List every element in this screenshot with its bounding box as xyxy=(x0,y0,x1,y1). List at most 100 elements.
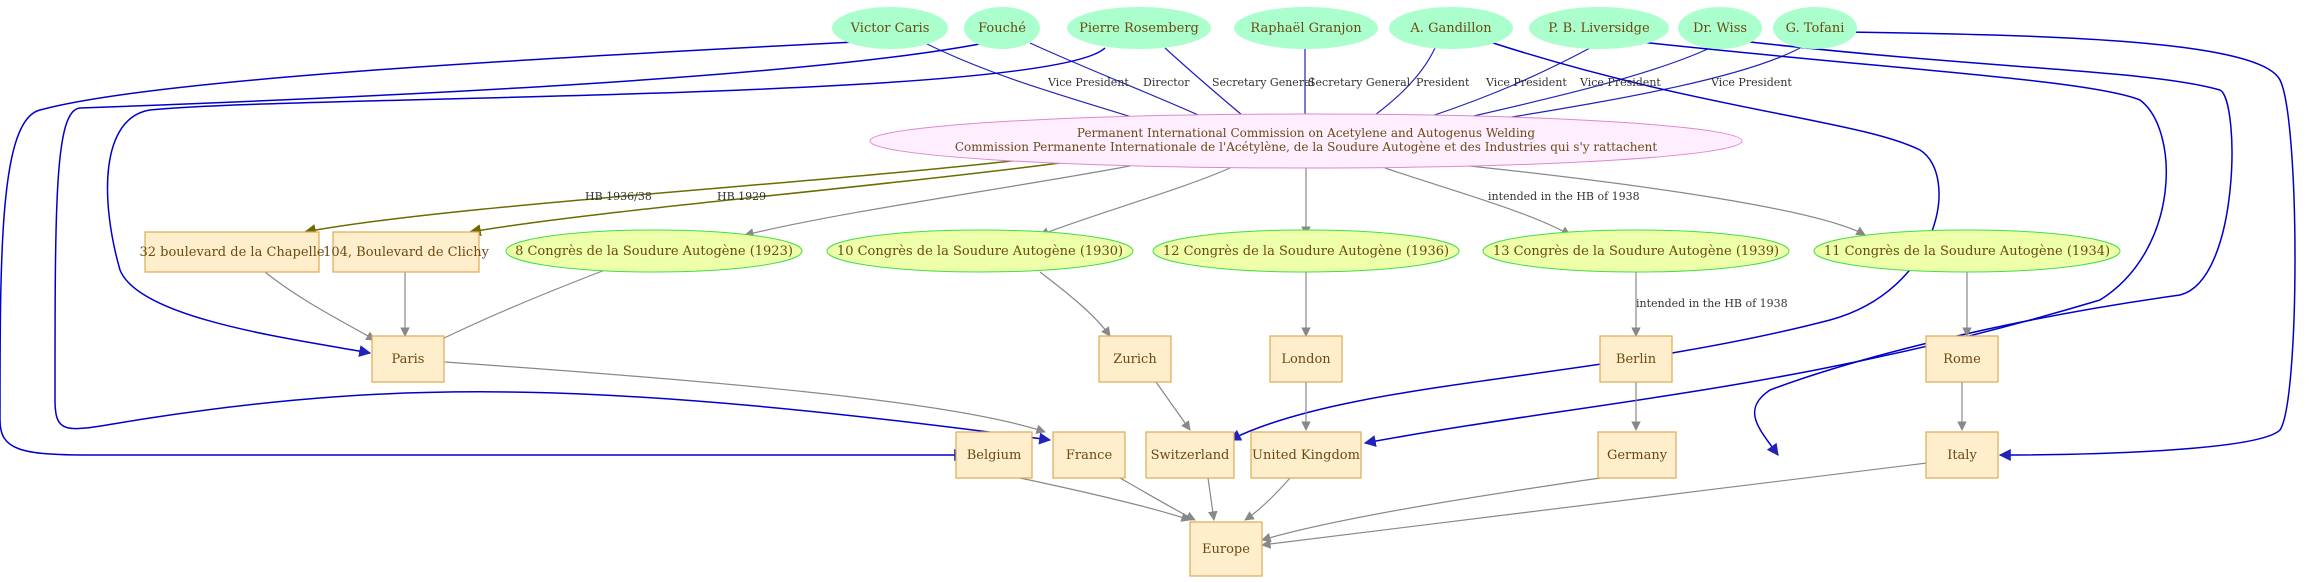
country-node-uk[interactable]: United Kingdom xyxy=(1250,431,1362,479)
edge-label-tofani: Vice President xyxy=(1710,76,1792,89)
edge-c1930-zurich xyxy=(1039,271,1111,337)
edge-org-c1923 xyxy=(744,165,1131,238)
city-label-berlin: Berlin xyxy=(1616,352,1657,367)
country-label-germany: Germany xyxy=(1607,448,1668,463)
address-label-clichy: 104, Boulevard de Clichy xyxy=(323,245,490,260)
edge-label-gandillon: President xyxy=(1416,76,1470,89)
address-nodes: 32 boulevard de la Chapelle 104, Bouleva… xyxy=(139,231,490,273)
edge-label-c1939: intended in the HB of 1938 xyxy=(1488,190,1640,203)
event-node-c1939[interactable]: 13 Congrès de la Soudure Autogène (1939) xyxy=(1482,229,1790,273)
organization-label-en: Permanent International Commission on Ac… xyxy=(1077,126,1535,140)
edge-tofani-italy xyxy=(1844,31,2296,461)
organization-node[interactable]: Permanent International Commission on Ac… xyxy=(869,113,1743,169)
edge-org-clichy xyxy=(468,162,1061,237)
person-label-tofani: G. Tofani xyxy=(1786,21,1845,36)
event-label-c1936: 12 Congrès de la Soudure Autogène (1936) xyxy=(1163,244,1449,259)
person-node-caris[interactable]: Victor Caris xyxy=(832,7,948,49)
edge-wiss-germany xyxy=(1749,41,2233,456)
edge-labels: Vice President Director Secretary Genera… xyxy=(585,76,1792,310)
edge-chapelle-paris xyxy=(264,271,376,341)
country-node-germany[interactable]: Germany xyxy=(1597,431,1677,479)
edge-liversidge-uk xyxy=(1363,41,2168,447)
person-label-granjon: Raphaël Granjon xyxy=(1250,21,1362,36)
person-label-caris: Victor Caris xyxy=(850,21,930,36)
country-label-switzerland: Switzerland xyxy=(1151,448,1230,463)
person-nodes: Victor Caris Fouché Pierre Rosemberg Rap… xyxy=(832,7,1857,49)
country-node-belgium[interactable]: Belgium xyxy=(955,431,1033,479)
person-node-liversidge[interactable]: P. B. Liversidge xyxy=(1529,7,1669,49)
person-label-rosemberg: Pierre Rosemberg xyxy=(1079,21,1199,36)
country-node-france[interactable]: France xyxy=(1052,431,1126,479)
edge-fouche-france xyxy=(54,41,1052,445)
edge-zurich-switzerland xyxy=(1155,381,1191,431)
person-node-granjon[interactable]: Raphaël Granjon xyxy=(1234,7,1378,49)
person-label-fouche: Fouché xyxy=(978,21,1026,36)
organization-label-fr: Commission Permanente Internationale de … xyxy=(955,140,1657,154)
country-label-belgium: Belgium xyxy=(967,448,1022,463)
edge-switzerland-europe xyxy=(1207,477,1218,521)
edge-label-granjon: Secretary General xyxy=(1308,76,1411,89)
city-node-zurich[interactable]: Zurich xyxy=(1098,335,1172,383)
city-label-paris: Paris xyxy=(392,352,425,367)
edge-rosemberg-paris xyxy=(106,47,1106,357)
continent-label-europe: Europe xyxy=(1202,542,1250,557)
edge-label-liversidge: Vice President xyxy=(1485,76,1567,89)
country-label-france: France xyxy=(1066,448,1113,463)
edge-org-chapelle xyxy=(303,159,1021,236)
edge-label-chapelle: HB 1936/38 xyxy=(585,190,652,203)
edge-label-rosemberg: Secretary General xyxy=(1212,76,1315,89)
edge-wiss-org xyxy=(1429,47,1711,129)
person-node-gandillon[interactable]: A. Gandillon xyxy=(1389,7,1513,49)
continent-node-europe[interactable]: Europe xyxy=(1189,521,1263,577)
country-label-uk: United Kingdom xyxy=(1252,448,1360,463)
person-node-tofani[interactable]: G. Tofani xyxy=(1773,7,1857,49)
person-label-wiss: Dr. Wiss xyxy=(1693,21,1747,36)
edge-paris-france xyxy=(444,361,1046,434)
edge-label-caris: Vice President xyxy=(1047,76,1129,89)
edge-italy-europe xyxy=(1261,461,1936,549)
person-label-liversidge: P. B. Liversidge xyxy=(1548,21,1650,36)
event-label-c1923: 8 Congrès de la Soudure Autogène (1923) xyxy=(515,244,793,259)
person-node-wiss[interactable]: Dr. Wiss xyxy=(1678,7,1762,49)
country-node-italy[interactable]: Italy xyxy=(1925,431,1999,479)
city-node-rome[interactable]: Rome xyxy=(1925,335,1999,383)
edges xyxy=(0,31,2296,549)
edge-label-fouche: Director xyxy=(1143,76,1190,89)
event-node-c1936[interactable]: 12 Congrès de la Soudure Autogène (1936) xyxy=(1152,229,1460,273)
city-node-berlin[interactable]: Berlin xyxy=(1599,335,1673,383)
edge-c1923-paris xyxy=(429,269,606,346)
edge-label-wiss: Vice President xyxy=(1579,76,1661,89)
city-label-london: London xyxy=(1281,352,1331,367)
event-nodes: 8 Congrès de la Soudure Autogène (1923) … xyxy=(505,229,2121,273)
edge-germany-europe xyxy=(1261,477,1601,543)
edge-france-europe xyxy=(1119,477,1196,521)
country-node-switzerland[interactable]: Switzerland xyxy=(1145,431,1235,479)
city-label-rome: Rome xyxy=(1943,352,1981,367)
country-label-italy: Italy xyxy=(1947,448,1977,463)
event-label-c1934: 11 Congrès de la Soudure Autogène (1934) xyxy=(1824,244,2110,259)
edge-label-berlin: intended in the HB of 1938 xyxy=(1636,297,1788,310)
event-label-c1939: 13 Congrès de la Soudure Autogène (1939) xyxy=(1493,244,1779,259)
person-label-gandillon: A. Gandillon xyxy=(1409,21,1492,36)
edge-caris-belgium xyxy=(0,41,967,461)
address-node-clichy[interactable]: 104, Boulevard de Clichy xyxy=(323,231,490,273)
edge-org-c1939 xyxy=(1384,167,1571,236)
country-nodes: Belgium France Switzerland United Kingdo… xyxy=(955,431,1999,479)
edge-label-clichy: HB 1929 xyxy=(717,190,766,203)
city-nodes: Paris Zurich London Berlin Rome xyxy=(371,335,1999,383)
address-label-chapelle: 32 boulevard de la Chapelle xyxy=(139,245,324,260)
person-node-fouche[interactable]: Fouché xyxy=(964,7,1040,49)
city-label-zurich: Zurich xyxy=(1113,352,1157,367)
edge-org-c1934 xyxy=(1459,164,1866,236)
event-node-c1934[interactable]: 11 Congrès de la Soudure Autogène (1934) xyxy=(1813,229,2121,273)
person-node-rosemberg[interactable]: Pierre Rosemberg xyxy=(1067,7,1211,49)
event-node-c1930[interactable]: 10 Congrès de la Soudure Autogène (1930) xyxy=(826,229,1134,273)
edge-uk-europe xyxy=(1244,477,1291,521)
city-node-london[interactable]: London xyxy=(1269,335,1343,383)
edge-org-c1930 xyxy=(1039,167,1231,237)
city-node-paris[interactable]: Paris xyxy=(371,335,445,383)
edge-belgium-europe xyxy=(1019,477,1191,522)
event-node-c1923[interactable]: 8 Congrès de la Soudure Autogène (1923) xyxy=(505,229,803,273)
address-node-chapelle[interactable]: 32 boulevard de la Chapelle xyxy=(139,231,325,273)
